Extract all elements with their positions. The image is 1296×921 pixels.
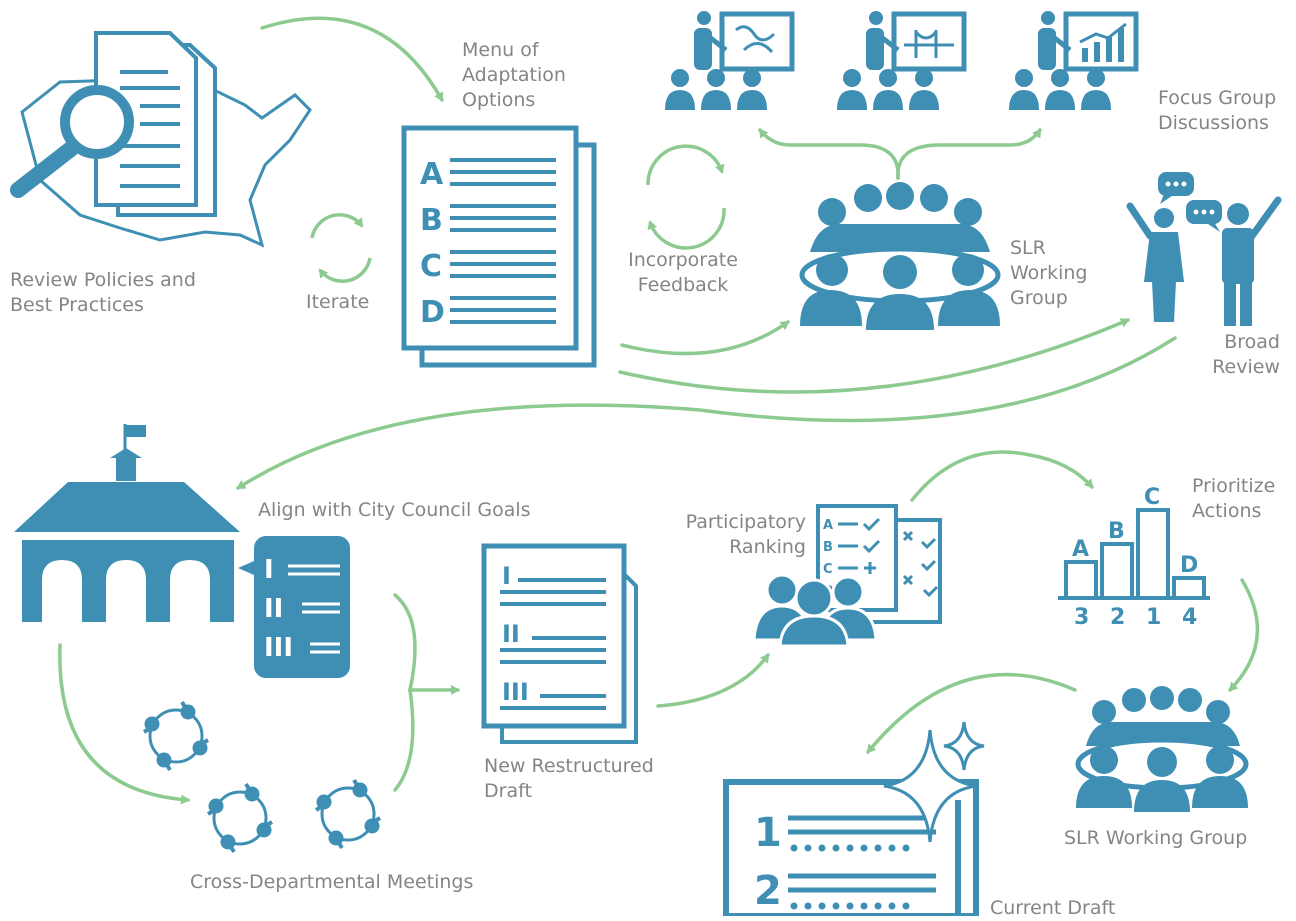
arrow-meetings-merge [393,688,415,792]
current-draft-icon: 12 [723,721,985,916]
ranking-letter-b: B [823,540,833,555]
label-prioritize: Prioritize Actions [1192,474,1275,524]
label-focus-line2: Discussions [1158,112,1269,134]
label-review-policies-line2: Best Practices [10,294,144,316]
feedback-cycle-icon [646,144,726,250]
priority-rank-a: 3 [1074,605,1089,630]
current-draft-number-1: 1 [754,810,782,856]
draft-numeral-2: II [502,620,520,648]
priority-letter-d: D [1180,553,1198,578]
label-participatory-ranking: Participatory Ranking [660,510,806,560]
arrow-ranking-to-prioritize [910,450,1094,502]
flow-arrows [58,16,1260,805]
label-review-policies: Review Policies and Best Practices [10,268,196,318]
priority-letter-b: B [1108,519,1125,544]
arrow-prioritize-to-group [1228,578,1260,692]
priority-rank-b: 2 [1110,605,1125,630]
meeting-circles-icon [142,700,382,854]
label-incorporate-line1: Incorporate [628,249,738,271]
arrow-group-to-focus-right [896,128,1042,180]
label-slr-line3: Group [1010,287,1068,309]
label-participatory-line1: Participatory [685,511,806,533]
arrow-goals-merge [393,593,460,695]
arrow-menu-to-working-group [620,320,790,356]
menu-letter-a: A [420,157,444,192]
priority-rank-d: 4 [1182,605,1197,630]
arrow-group-to-focus-left [758,128,900,180]
label-menu-line1: Menu of [462,39,539,61]
city-hall-icon [14,424,240,622]
sparkle-icon-small [943,721,985,771]
label-incorporate-line2: Feedback [637,274,729,296]
menu-letter-b: B [420,203,443,238]
menu-letter-c: C [420,249,442,284]
label-menu-line2: Adaptation [462,64,566,86]
working-group-icon-2 [1075,686,1249,812]
label-broad-line2: Review [1212,356,1280,378]
label-iterate: Iterate [306,291,370,313]
arrow-menu-to-broad-review [618,318,1130,394]
label-prioritize-line2: Actions [1192,500,1262,522]
arrow-city-hall-to-meetings [58,643,190,805]
focus-group-icons [665,11,1139,110]
label-new-draft-line2: Draft [484,780,532,802]
label-align-goals: Align with City Council Goals [258,499,531,521]
arrow-draft-to-ranking [656,653,770,708]
label-menu: Menu of Adaptation Options [462,38,566,113]
label-slr-line2: Working [1010,262,1088,284]
goal-numeral-2: II [264,594,283,624]
menu-letter-d: D [420,295,445,330]
prioritize-bars-icon: A 3 B 2 C 1 D 4 [1058,485,1210,630]
priority-rank-c: 1 [1146,605,1161,630]
label-focus-line1: Focus Group [1158,87,1277,109]
label-slr-line1: SLR [1010,237,1046,259]
draft-numeral-3: III [502,678,529,706]
label-focus-group: Focus Group Discussions [1158,86,1276,136]
label-incorporate-feedback: Incorporate Feedback [618,248,748,298]
label-review-policies-line1: Review Policies and [10,269,196,291]
label-participatory-line2: Ranking [729,536,806,558]
working-group-icon [799,182,1001,330]
priority-letter-a: A [1072,537,1089,562]
label-prioritize-line1: Prioritize [1192,475,1276,497]
arrow-broad-review-to-city-hall [236,336,1177,490]
label-menu-line3: Options [462,89,536,111]
priority-letter-c: C [1144,485,1160,510]
ranking-letter-c: C [823,562,833,577]
label-slr-working-group-2: SLR Working Group [1064,827,1248,849]
magnifier-icon [60,85,134,159]
goal-numeral-1: I [264,555,274,585]
current-draft-number-2: 2 [754,868,782,914]
sparkle-icon-large [883,729,977,843]
label-slr-working-group: SLR Working Group [1010,236,1088,311]
label-new-draft: New Restructured Draft [484,754,654,804]
broad-review-icon [1126,172,1282,326]
draft-numeral-1: I [502,562,511,590]
ranking-letter-a: A [823,518,833,533]
arrow-review-to-menu [260,16,444,102]
goal-numeral-3: III [264,633,293,663]
label-current-draft: Current Draft [990,897,1116,919]
label-broad-line1: Broad [1224,331,1280,353]
policy-review-icon [10,31,312,248]
iterate-cycle-icon [310,213,372,283]
label-broad-review: Broad Review [1180,330,1280,380]
arrow-group-to-current-draft [866,672,1077,754]
label-new-draft-line1: New Restructured [484,755,654,777]
label-cross-departmental: Cross-Departmental Meetings [190,871,474,893]
